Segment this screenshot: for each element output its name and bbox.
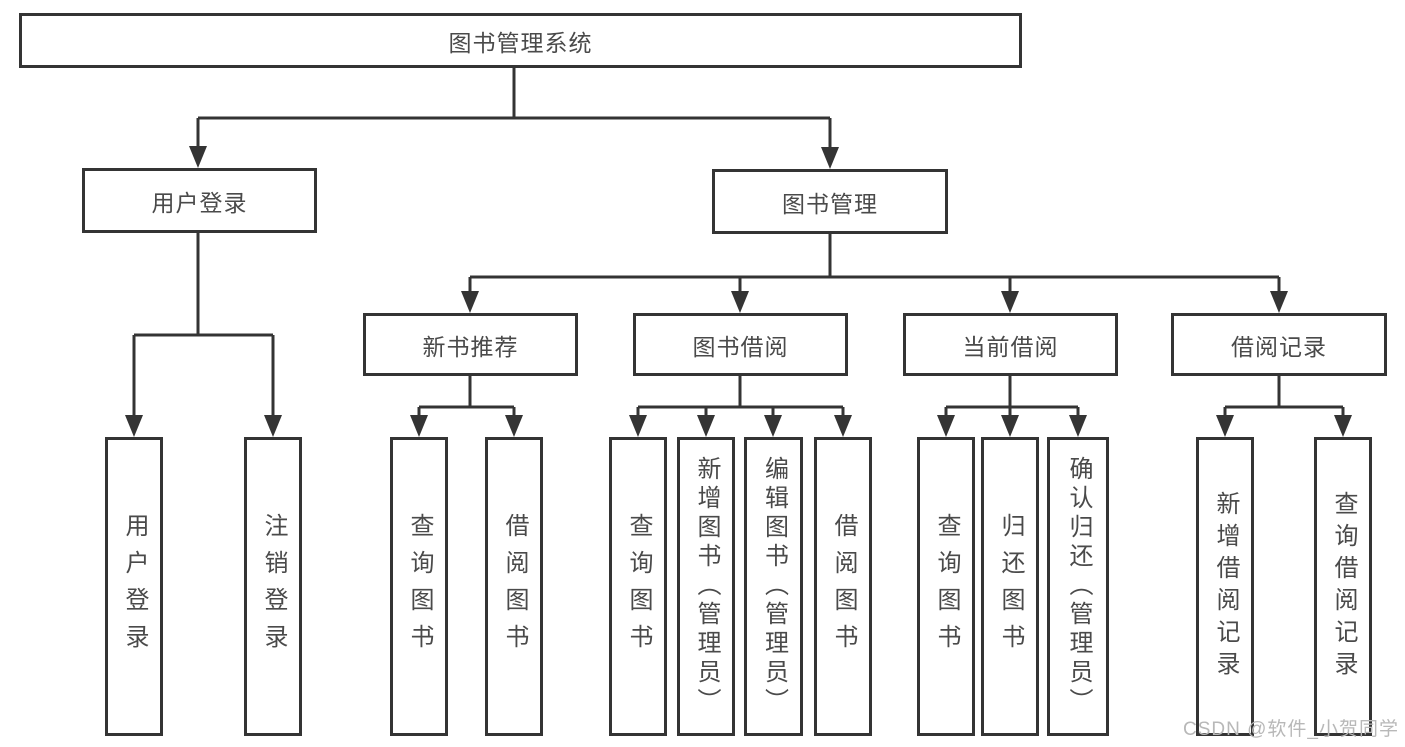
leaf-records-add-borrow-record: 新增借阅记录 (1196, 437, 1254, 736)
leaf-records-query-borrow-record: 查询借阅记录 (1314, 437, 1372, 736)
node-new-book-recommend: 新书推荐 (363, 313, 578, 376)
node-book-management: 图书管理 (712, 169, 948, 234)
node-borrowing-records: 借阅记录 (1171, 313, 1387, 376)
leaf-borrowing-query-books: 查询图书 (609, 437, 667, 736)
node-root-library-system: 图书管理系统 (19, 13, 1022, 68)
leaf-logout: 注销登录 (244, 437, 302, 736)
leaf-borrowing-borrow-books: 借阅图书 (814, 437, 872, 736)
csdn-watermark: CSDN @软件_小贺同学 (1183, 719, 1399, 740)
leaf-recommend-borrow-books: 借阅图书 (485, 437, 543, 736)
node-current-borrowing: 当前借阅 (903, 313, 1118, 376)
leaf-current-confirm-return-admin: 确认归还（管理员） (1047, 437, 1109, 736)
leaf-current-query-books: 查询图书 (917, 437, 975, 736)
leaf-borrowing-edit-books-admin: 编辑图书（管理员） (744, 437, 803, 736)
leaf-current-return-books: 归还图书 (981, 437, 1039, 736)
leaf-borrowing-add-books-admin: 新增图书（管理员） (677, 437, 735, 736)
leaf-user-login: 用户登录 (105, 437, 163, 736)
node-book-borrowing: 图书借阅 (633, 313, 848, 376)
node-user-login: 用户登录 (82, 168, 317, 233)
leaf-recommend-query-books: 查询图书 (390, 437, 448, 736)
